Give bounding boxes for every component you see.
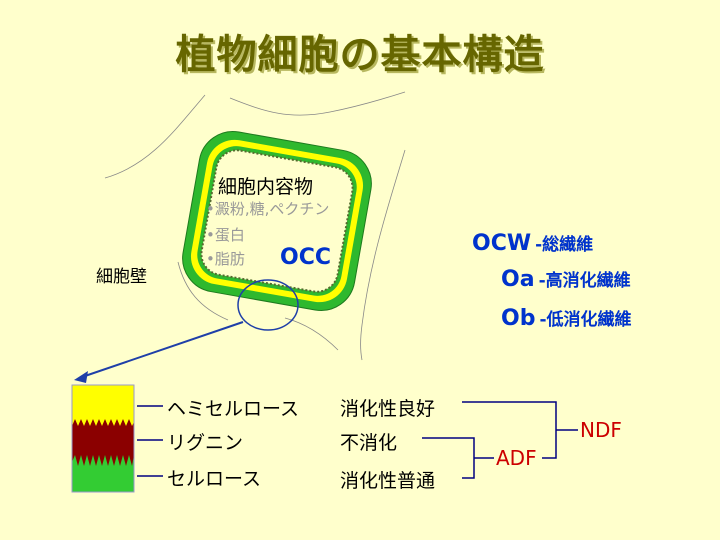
digest-lignin: 不消化	[340, 432, 398, 454]
digest-hemicellulose: 消化性良好	[340, 398, 436, 420]
cell-membrane	[200, 149, 354, 293]
fiber-desc: -総繊維	[535, 235, 594, 255]
cell-wall-label: 細胞壁	[96, 267, 147, 287]
fiber-code: Oa	[501, 267, 535, 292]
ndf-label: NDF	[580, 418, 622, 442]
wall-layer-section	[71, 384, 135, 493]
layer-name-hemicellulose: ヘミセルロース	[167, 398, 300, 420]
neighbor-cell-outline	[104, 94, 206, 179]
layer-lignin	[72, 419, 134, 466]
layer-name-lignin: リグニン	[167, 432, 244, 454]
plant-cell	[182, 131, 372, 311]
cell-item-protein: •蛋白	[206, 226, 245, 244]
fiber-oa: Oa-高消化繊維	[501, 266, 631, 292]
neighbor-cell-outline	[284, 317, 339, 351]
digest-cellulose: 消化性普通	[340, 470, 436, 492]
adf-label: ADF	[496, 446, 537, 470]
cell-item-starch: •澱粉,糖,ペクチン	[206, 200, 330, 218]
occ-label: OCC	[280, 245, 331, 270]
fiber-ob: Ob-低消化繊維	[501, 305, 632, 331]
layer-name-cellulose: セルロース	[167, 468, 262, 490]
neighbor-cell-outline	[177, 261, 229, 321]
neighbor-cell-outline	[229, 91, 406, 116]
ndf-bracket	[462, 401, 578, 459]
zoom-arrowhead	[74, 371, 88, 383]
page-title: 植物細胞の基本構造	[175, 32, 545, 78]
fiber-desc: -高消化繊維	[538, 271, 631, 291]
zoom-circle	[237, 279, 299, 331]
neighbor-cell-outline	[360, 149, 406, 361]
cell-contents-label: 細胞内容物	[218, 176, 314, 198]
fiber-code: OCW	[472, 231, 532, 256]
fiber-desc: -低消化繊維	[539, 310, 632, 330]
fiber-code: Ob	[501, 306, 536, 331]
cell-item-fat: •脂肪	[206, 250, 245, 268]
adf-bracket	[422, 437, 494, 479]
zoom-arrow-line	[81, 321, 244, 378]
fiber-ocw: OCW-総繊維	[472, 230, 593, 256]
